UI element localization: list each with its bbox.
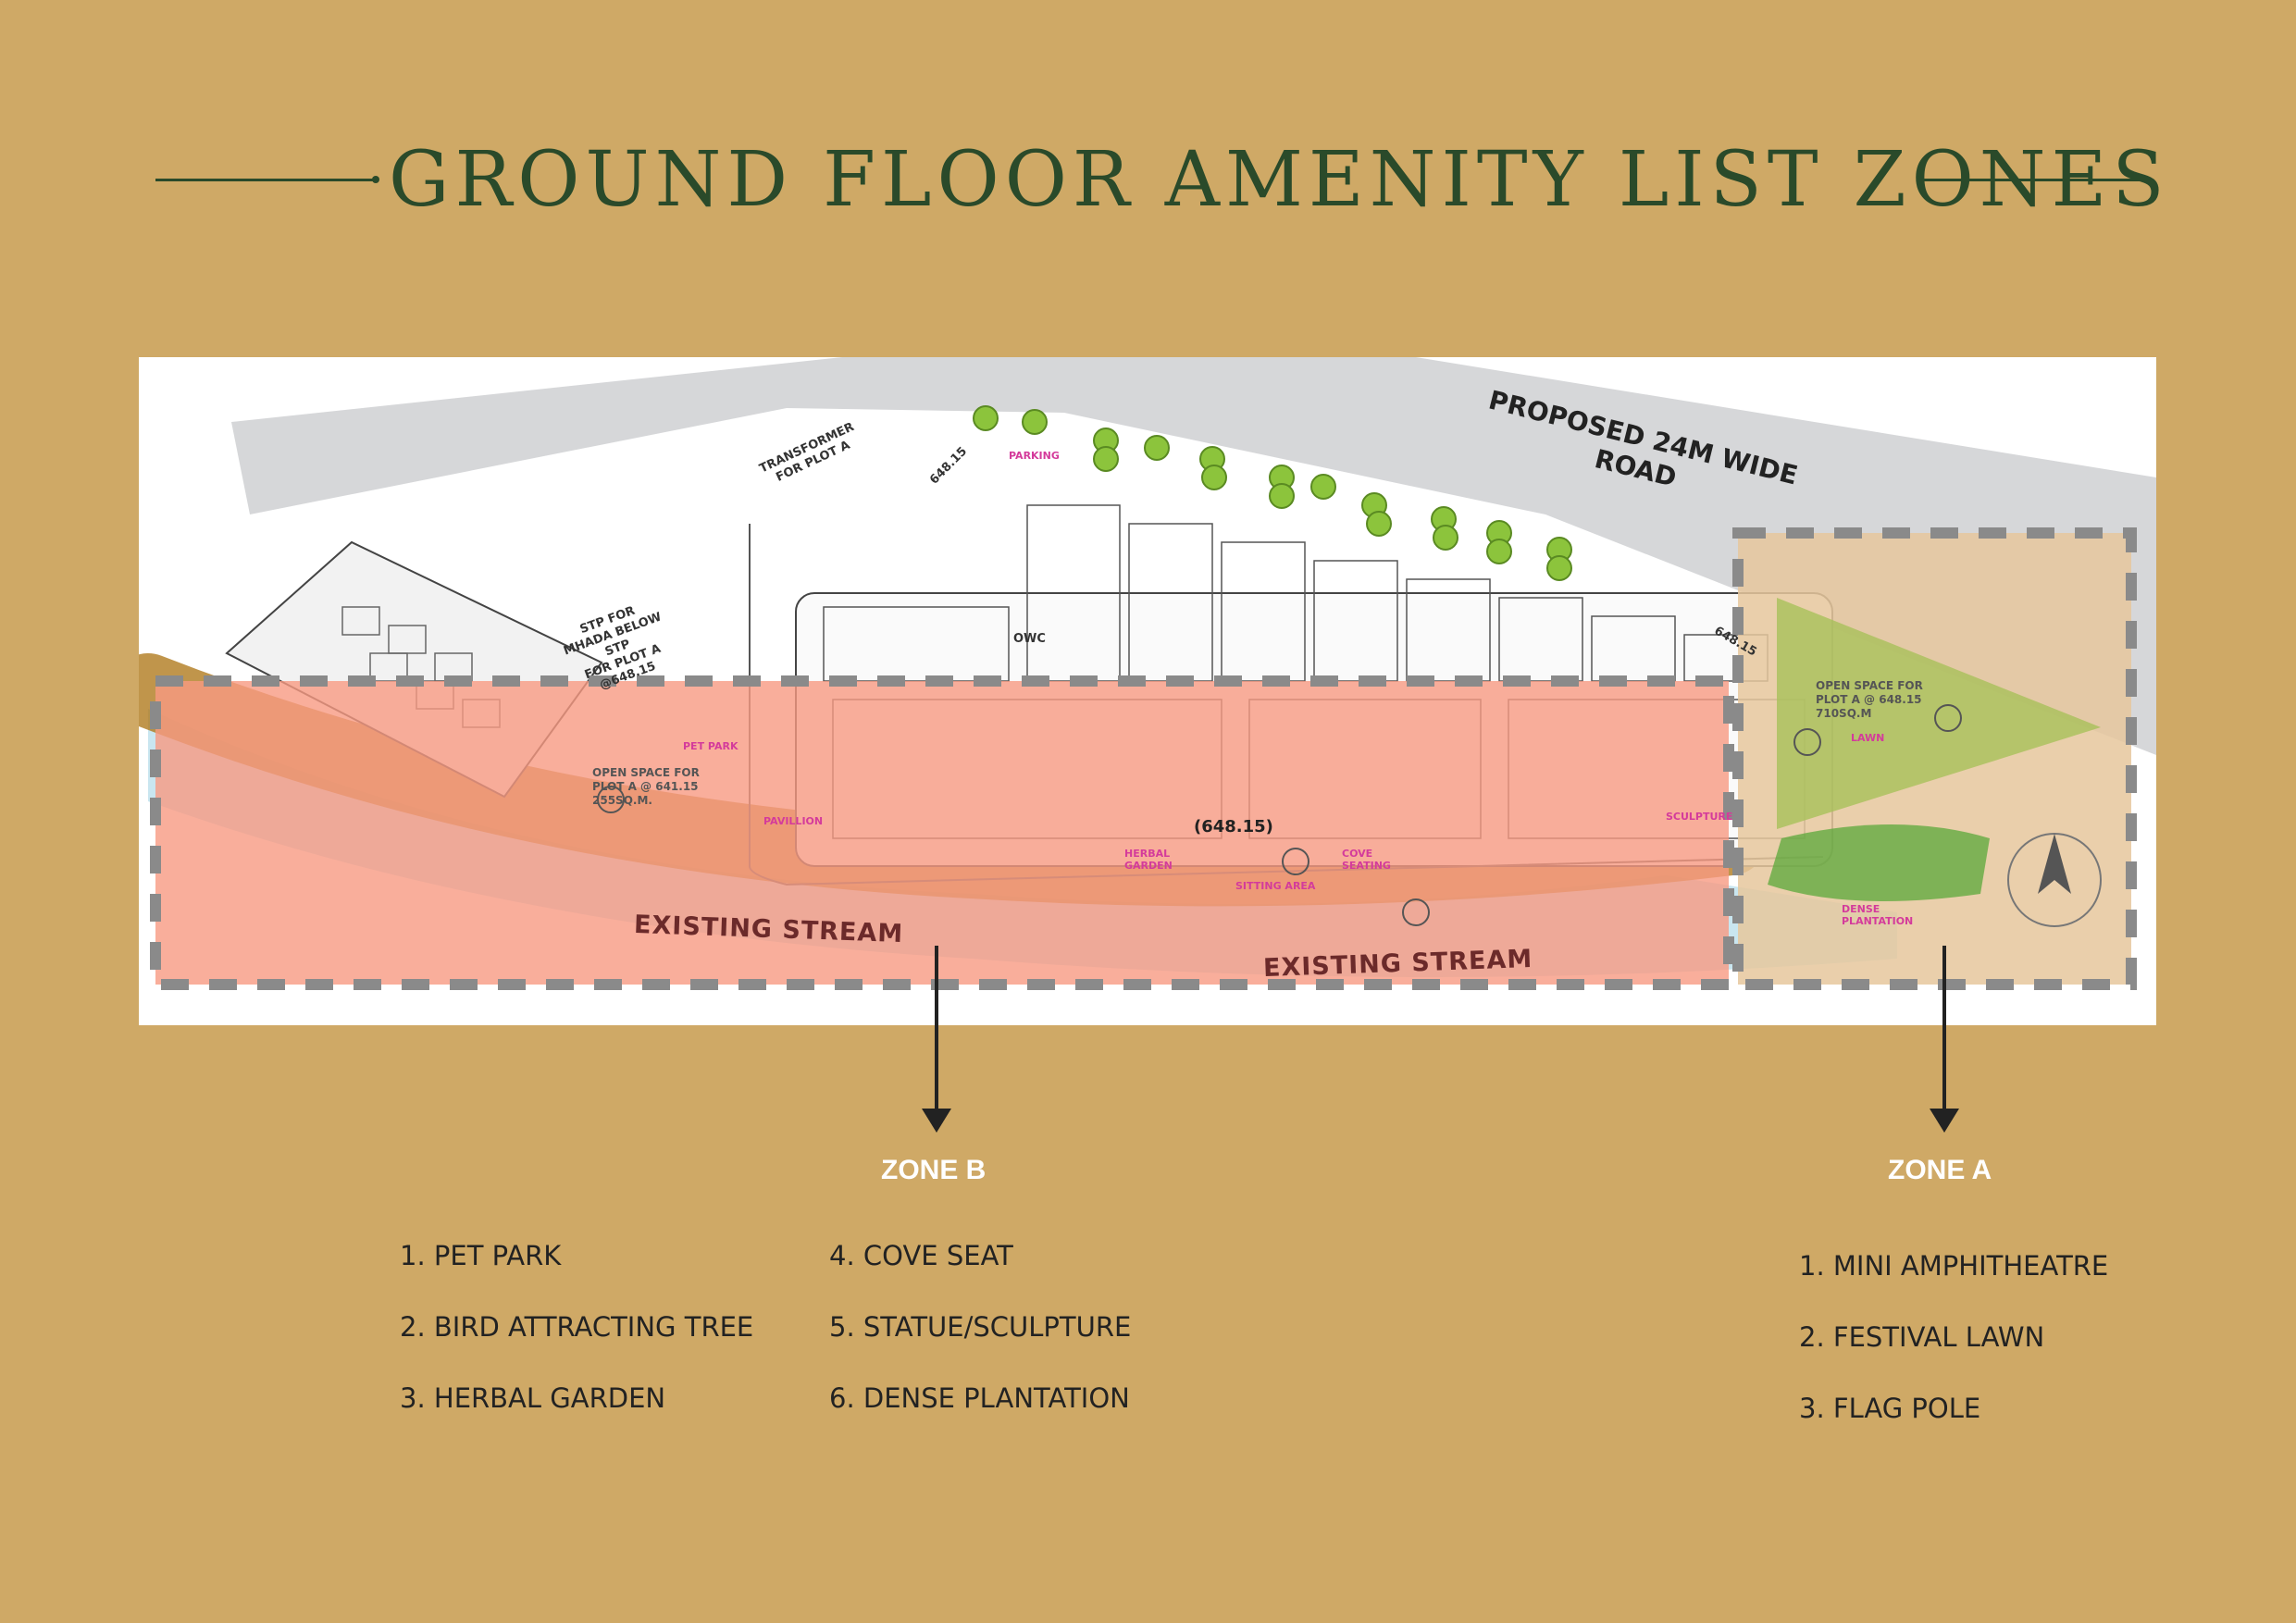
open-space-b-2: PLOT A @ 641.15: [592, 780, 699, 793]
zone-b-list-2: 4. COVE SEAT 5. STATUE/SCULPTURE 6. DENS…: [829, 1220, 1131, 1434]
title-rule-left: [155, 176, 379, 183]
open-space-b-3: 255SQ.M.: [592, 794, 652, 807]
list-item: 5. STATUE/SCULPTURE: [829, 1311, 1132, 1343]
zone-a-outline: [1732, 527, 2137, 990]
level-label: (648.15): [1194, 817, 1273, 836]
zone-a-heading: ZONE A: [1888, 1155, 1992, 1185]
zone-b-heading: ZONE B: [881, 1155, 987, 1185]
list-item: 2. BIRD ATTRACTING TREE: [400, 1311, 754, 1343]
list-item: 3. HERBAL GARDEN: [400, 1382, 666, 1414]
list-item: 2. FESTIVAL LAWN: [1799, 1321, 2045, 1353]
title-bar: GROUND FLOOR AMENITY LIST ZONES: [0, 130, 2296, 231]
open-space-a: [1777, 598, 2101, 829]
list-item: 1. PET PARK: [400, 1240, 562, 1271]
zone-a-arrow: [1930, 946, 1959, 1133]
page-title: GROUND FLOOR AMENITY LIST ZONES: [389, 136, 2170, 224]
owc-label: OWC: [1013, 632, 1046, 646]
list-item: 3. FLAG POLE: [1799, 1393, 1981, 1424]
site-plan: PROPOSED 24M WIDE ROAD EXISTING STREAM E…: [139, 357, 2156, 1025]
sitting-area-label: SITTING AREA: [1235, 880, 1316, 892]
amenity-markers: [597, 704, 1962, 926]
open-space-b-label: OPEN SPACE FOR PLOT A @ 641.15 255SQ.M.: [592, 766, 700, 808]
road-area: [231, 357, 2156, 755]
road-trees: [973, 405, 1572, 581]
lawn-label: LAWN: [1851, 732, 1885, 744]
open-space-a-1: OPEN SPACE FOR: [1816, 679, 1923, 692]
sculpture-label: SCULPTURE: [1666, 811, 1733, 823]
zone-b-list-1: 1. PET PARK 2. BIRD ATTRACTING TREE 3. H…: [400, 1220, 753, 1434]
title-rule-right: [1917, 176, 2141, 183]
zone-b-outline: [150, 675, 1734, 990]
zone-a-list: 1. MINI AMPHITHEATRE 2. FESTIVAL LAWN 3.…: [1799, 1231, 2108, 1444]
zone-b-area: [155, 681, 1729, 985]
compass-icon: [2007, 833, 2102, 927]
dense-plantation-a: [1768, 824, 1990, 901]
list-item: 6. DENSE PLANTATION: [829, 1382, 1130, 1414]
open-space-b-1: OPEN SPACE FOR: [592, 766, 700, 779]
dense-plantation-label: DENSE PLANTATION: [1842, 903, 1914, 927]
zone-b-arrow: [922, 946, 951, 1133]
open-space-a-2: PLOT A @ 648.15: [1816, 693, 1922, 706]
parking-label: PARKING: [1009, 450, 1060, 462]
cove-label: COVE SEATING: [1342, 848, 1391, 872]
list-item: 4. COVE SEAT: [829, 1240, 1013, 1271]
open-space-a-label: OPEN SPACE FOR PLOT A @ 648.15 710SQ.M: [1816, 679, 1923, 721]
open-space-a-3: 710SQ.M: [1816, 707, 1872, 720]
site-plan-drawing: [139, 357, 2156, 990]
pet-park-label: PET PARK: [683, 740, 738, 752]
pavilion-label: PAVILLION: [763, 815, 824, 827]
herbal-label: HERBAL GARDEN: [1124, 848, 1173, 872]
list-item: 1. MINI AMPHITHEATRE: [1799, 1250, 2109, 1282]
